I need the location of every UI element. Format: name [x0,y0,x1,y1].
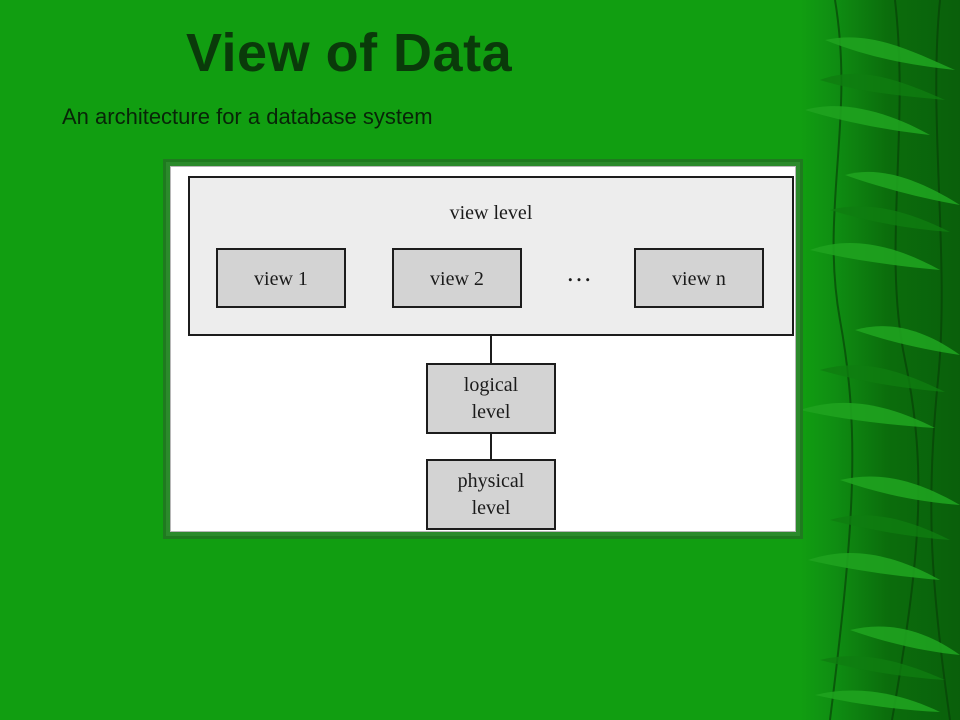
diagram-frame: view level view 1 view 2 … view n logica… [163,159,803,539]
bamboo-decoration [800,0,960,720]
physical-level-label-line1: physical [458,470,525,492]
physical-level-label-line2: level [472,497,511,519]
slide-subtitle: An architecture for a database system [62,104,433,129]
view-1-label: view 1 [254,268,308,290]
view-level-label: view level [450,202,533,224]
physical-level-box [426,459,556,530]
views-ellipsis: … [566,258,592,287]
view-2-box [392,248,522,308]
slide-title: View of Data [186,23,513,83]
view-n-label: view n [672,268,726,290]
logical-level-label-line1: logical [464,374,519,396]
view-n-box [634,248,764,308]
logical-level-label-line2: level [472,401,511,423]
logical-level-box [426,363,556,434]
view-2-label: view 2 [430,268,484,290]
architecture-diagram: view level view 1 view 2 … view n logica… [170,166,796,532]
view-1-box [216,248,346,308]
